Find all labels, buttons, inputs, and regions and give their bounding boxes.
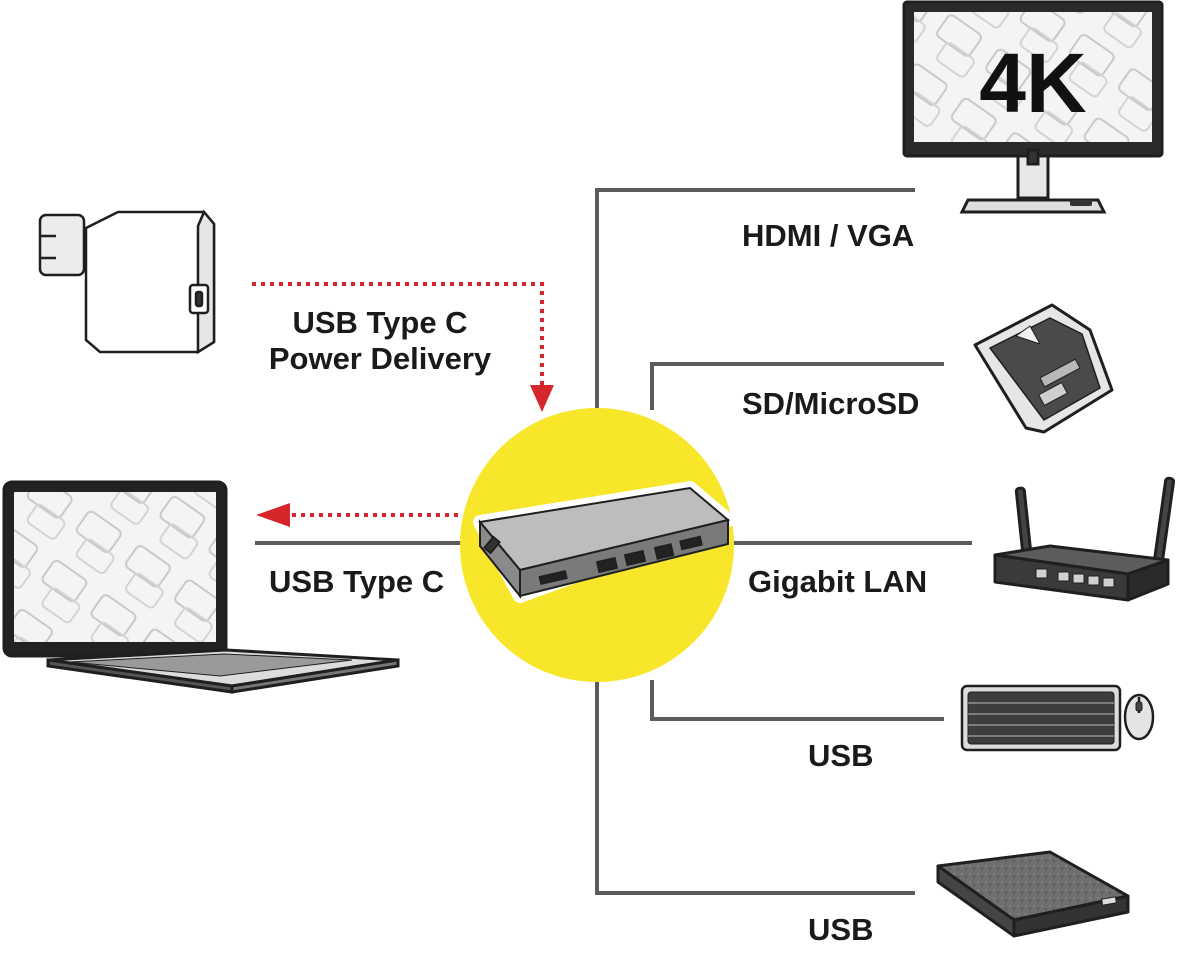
power-input-path — [252, 282, 544, 385]
router-icon — [993, 476, 1176, 602]
sd-card-label: SD/MicroSD — [742, 386, 920, 421]
power-label-line2: Power Delivery — [268, 341, 492, 376]
power-delivery-label: USB Type C Power Delivery — [240, 305, 520, 377]
usb-drive-label: USB — [808, 912, 874, 947]
usb-c-hub-icon — [473, 481, 735, 603]
power-delivery-arrows — [252, 282, 554, 527]
sd-card-icon — [973, 303, 1114, 434]
line-usb-keyboard — [650, 680, 944, 721]
usb-keyboard-label: USB — [808, 738, 874, 773]
laptop-icon — [2, 480, 400, 694]
line-sd — [650, 362, 944, 410]
gigabit-lan-label: Gigabit LAN — [748, 564, 928, 599]
monitor-badge: 4K — [979, 36, 1086, 130]
power-label-line1: USB Type C — [292, 305, 468, 340]
line-hdmi — [595, 188, 915, 410]
mouse-icon — [1123, 693, 1155, 741]
power-output-arrowhead — [256, 503, 290, 527]
laptop-connection-label: USB Type C — [269, 564, 445, 599]
external-drive-icon — [936, 850, 1130, 938]
monitor-icon — [902, 0, 1164, 214]
line-usb-drive — [595, 680, 915, 895]
usb-c-hub — [460, 408, 735, 682]
power-adapter-icon — [38, 209, 216, 355]
keyboard-icon — [960, 684, 1122, 752]
connector-lines — [255, 188, 972, 895]
hdmi-vga-label: HDMI / VGA — [742, 218, 915, 253]
power-input-arrowhead — [530, 385, 554, 412]
